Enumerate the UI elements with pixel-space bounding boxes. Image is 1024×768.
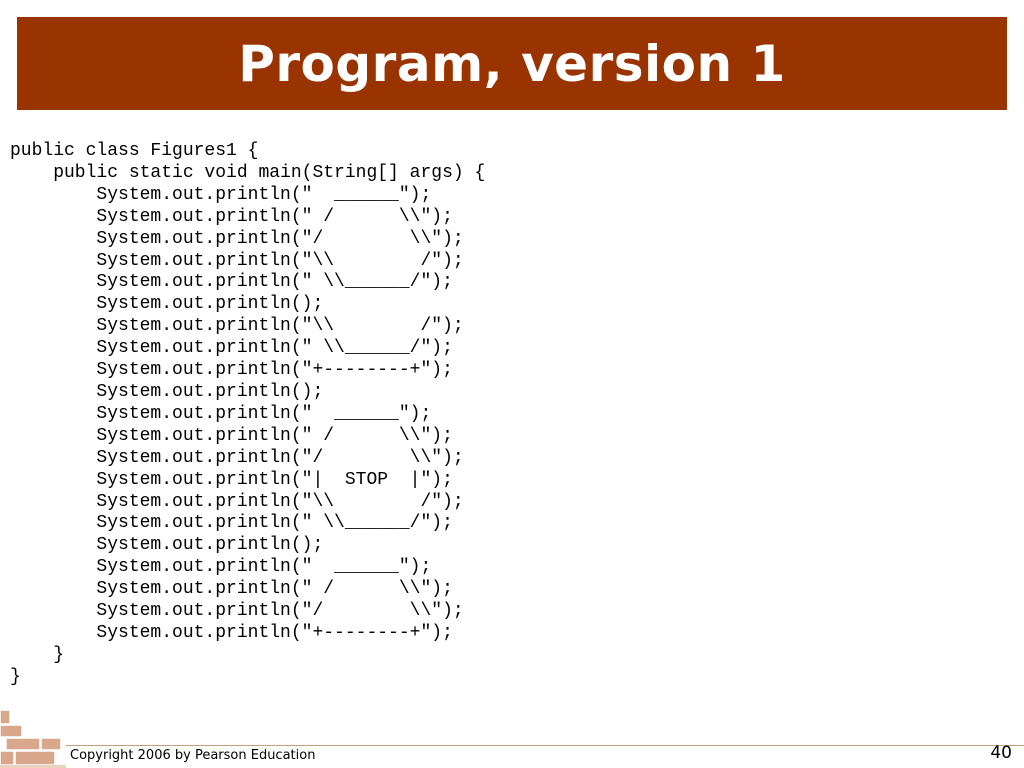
- code-line: System.out.println("+--------+");: [10, 622, 453, 643]
- code-line: System.out.println(" ______");: [10, 557, 432, 578]
- code-line: System.out.println("| STOP |");: [10, 469, 453, 490]
- code-line: System.out.println(" \\______/");: [10, 272, 453, 293]
- brick-logo-icon: [0, 709, 66, 768]
- copyright-text: Copyright 2006 by Pearson Education: [70, 748, 316, 763]
- code-line: System.out.println("\\ /");: [10, 316, 464, 337]
- code-line: System.out.println(" \\______/");: [10, 338, 453, 359]
- code-line: System.out.println(" / \\");: [10, 579, 453, 600]
- code-line: public class Figures1 {: [10, 141, 259, 161]
- code-line: public static void main(String[] args) {: [10, 162, 486, 183]
- slide-title: Program, version 1: [238, 34, 786, 93]
- title-bar: Program, version 1: [17, 17, 1007, 110]
- code-line: System.out.println();: [10, 381, 324, 402]
- code-line: System.out.println();: [10, 294, 324, 315]
- code-line: System.out.println("+--------+");: [10, 360, 453, 381]
- code-line: System.out.println(" \\______/");: [10, 513, 453, 534]
- code-line: System.out.println("\\ /");: [10, 250, 464, 271]
- code-line: System.out.println(" ______");: [10, 184, 432, 205]
- code-line: System.out.println(" / \\");: [10, 206, 453, 227]
- code-line: System.out.println("/ \\");: [10, 601, 464, 622]
- code-line: System.out.println(" ______");: [10, 403, 432, 424]
- code-line: }: [10, 644, 65, 665]
- code-line: System.out.println();: [10, 535, 324, 556]
- code-line: System.out.println("/ \\");: [10, 228, 464, 249]
- page-number: 40: [990, 743, 1012, 763]
- code-line: }: [10, 666, 21, 687]
- code-line: System.out.println("\\ /");: [10, 491, 464, 512]
- code-line: System.out.println(" / \\");: [10, 425, 453, 446]
- code-line: System.out.println("/ \\");: [10, 447, 464, 468]
- footer-divider: [66, 745, 1024, 746]
- code-block: public class Figures1 { public static vo…: [10, 141, 485, 689]
